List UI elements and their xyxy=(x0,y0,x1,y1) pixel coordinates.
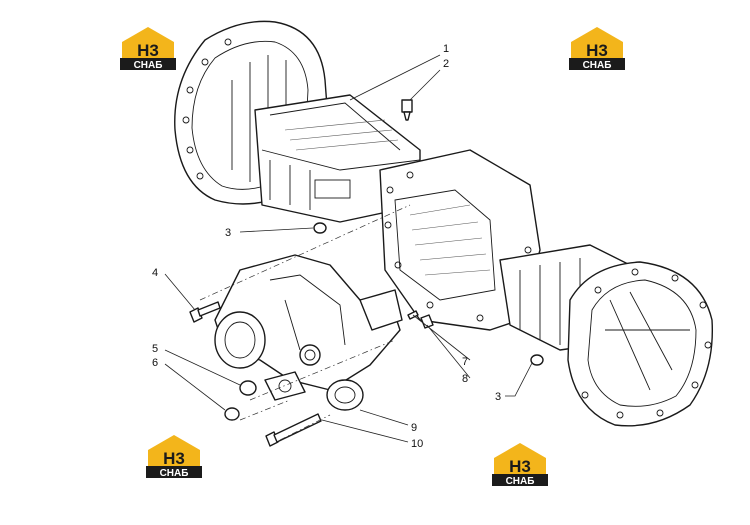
plug-left xyxy=(313,222,327,234)
callout-8: 8 xyxy=(462,373,468,385)
watermark-logo-top-right: H3 СНАБ xyxy=(567,24,627,72)
svg-text:H3: H3 xyxy=(586,41,608,60)
dowel-pin-8 xyxy=(420,314,434,329)
callout-5: 5 xyxy=(152,343,158,355)
right-flange xyxy=(567,261,714,427)
breather-fitting xyxy=(401,99,413,121)
callout-10: 10 xyxy=(411,438,423,450)
plug-6 xyxy=(224,407,240,421)
plug-5 xyxy=(239,380,257,396)
bolt-4 xyxy=(189,301,221,323)
callout-3-left: 3 xyxy=(225,227,231,239)
watermark-logo-bottom-left: H3 СНАБ xyxy=(144,432,204,480)
svg-text:H3: H3 xyxy=(163,449,185,468)
svg-text:СНАБ: СНАБ xyxy=(134,60,163,71)
axle-housing-beam xyxy=(254,94,421,223)
callout-4: 4 xyxy=(152,267,158,279)
svg-text:H3: H3 xyxy=(509,457,531,476)
callout-6: 6 xyxy=(152,357,158,369)
callout-3-right: 3 xyxy=(495,391,501,403)
leader-lines xyxy=(164,54,533,443)
callout-2: 2 xyxy=(443,58,449,70)
svg-text:СНАБ: СНАБ xyxy=(160,468,189,479)
callout-7: 7 xyxy=(462,356,468,368)
svg-text:H3: H3 xyxy=(137,41,159,60)
callout-1: 1 xyxy=(443,43,449,55)
watermark-logo-bottom-right: H3 СНАБ xyxy=(490,440,550,488)
plug-right xyxy=(530,354,544,366)
watermark-logo-top-left: H3 СНАБ xyxy=(118,24,178,72)
callout-9: 9 xyxy=(411,422,417,434)
bolt-10 xyxy=(265,413,322,447)
svg-text:СНАБ: СНАБ xyxy=(583,60,612,71)
svg-text:СНАБ: СНАБ xyxy=(506,476,535,487)
assembly-centre-lines xyxy=(199,204,411,441)
differential-carrier xyxy=(214,254,403,411)
